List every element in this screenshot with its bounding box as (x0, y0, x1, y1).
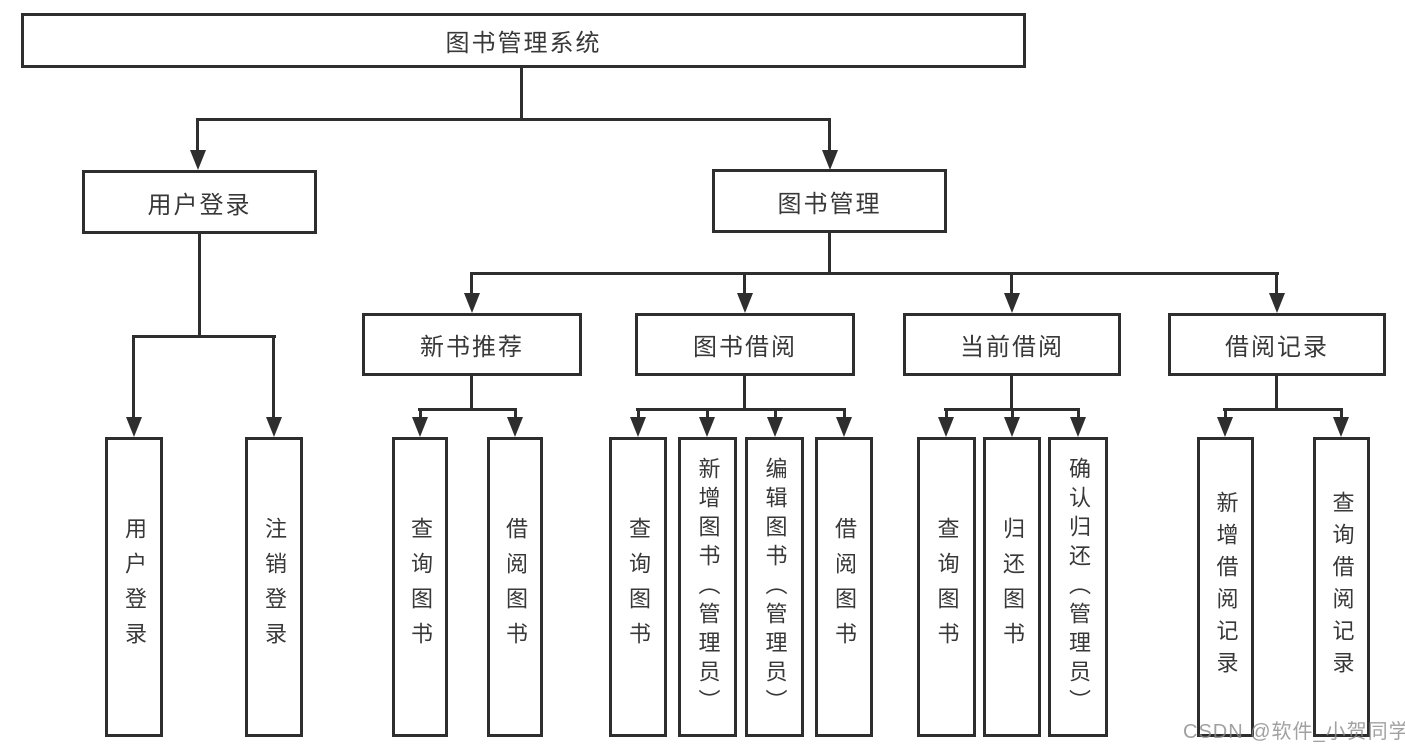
arrowhead-down-icon (1004, 293, 1020, 313)
arrowhead-down-icon (1217, 417, 1233, 437)
node-label: 查询图书 (408, 517, 433, 657)
arrowhead-down-icon (822, 150, 838, 170)
leaf-query-books-borrowing: 查询图书 (609, 437, 667, 737)
node-label: 查询借阅记录 (1329, 491, 1355, 683)
node-label: 新增图书（管理员） (695, 456, 721, 718)
node-new-book-recommend: 新书推荐 (362, 313, 582, 376)
connector (828, 118, 831, 152)
connector (514, 408, 517, 419)
node-book-borrowing: 图书借阅 (635, 313, 855, 376)
node-label: 借阅图书 (832, 517, 857, 657)
connector (1077, 408, 1080, 419)
connector (636, 408, 846, 411)
connector (1224, 408, 1227, 419)
arrowhead-down-icon (737, 293, 753, 313)
arrowhead-down-icon (699, 417, 715, 437)
leaf-add-books-admin: 新增图书（管理员） (678, 437, 737, 737)
connector (743, 376, 746, 411)
arrowhead-down-icon (507, 417, 523, 437)
node-label: 借阅图书 (503, 517, 528, 657)
connector (196, 118, 831, 121)
connector (774, 408, 777, 419)
connector (198, 234, 201, 338)
connector (1223, 408, 1343, 411)
node-label: 用户登录 (147, 191, 252, 219)
node-label: 用户登录 (122, 517, 147, 657)
leaf-query-books-current: 查询图书 (917, 437, 976, 737)
node-label: 归还图书 (1000, 517, 1025, 657)
connector (637, 408, 640, 419)
node-label: 当前借阅 (960, 334, 1064, 361)
connector (272, 335, 275, 419)
arrowhead-down-icon (836, 417, 852, 437)
node-label: 图书管理系统 (445, 30, 602, 57)
node-label: 新书推荐 (420, 334, 524, 361)
node-label: 借阅记录 (1225, 334, 1329, 361)
arrowhead-down-icon (190, 150, 206, 170)
connector (470, 272, 1279, 275)
connector (1010, 272, 1013, 295)
node-label: 图书借阅 (693, 334, 797, 361)
arrowhead-down-icon (1004, 417, 1020, 437)
node-book-management: 图书管理 (712, 169, 947, 233)
connector (1011, 408, 1014, 419)
leaf-query-borrow-record: 查询借阅记录 (1313, 437, 1370, 737)
connector (1010, 376, 1013, 411)
arrowhead-down-icon (412, 417, 428, 437)
node-borrow-records: 借阅记录 (1168, 313, 1386, 376)
connector (470, 272, 473, 295)
node-label: 图书管理 (777, 190, 882, 218)
connector (843, 408, 846, 419)
leaf-borrow-books: 借阅图书 (815, 437, 873, 737)
node-label: 注销登录 (262, 517, 287, 657)
arrowhead-down-icon (126, 417, 142, 437)
connector (828, 233, 831, 275)
leaf-borrow-books-recommend: 借阅图书 (487, 437, 543, 737)
connector (1275, 272, 1278, 295)
connector (418, 408, 517, 411)
connector (470, 376, 473, 411)
connector (132, 335, 276, 338)
connector (1340, 408, 1343, 419)
connector (419, 408, 422, 419)
connector (196, 118, 199, 152)
connector (1275, 376, 1278, 411)
node-current-borrowing: 当前借阅 (903, 313, 1121, 376)
node-library-management-system: 图书管理系统 (21, 13, 1026, 68)
leaf-user-login: 用户登录 (105, 437, 163, 737)
leaf-edit-books-admin: 编辑图书（管理员） (745, 437, 804, 737)
arrowhead-down-icon (266, 417, 282, 437)
node-label: 查询图书 (626, 517, 651, 657)
arrowhead-down-icon (630, 417, 646, 437)
leaf-add-borrow-record: 新增借阅记录 (1197, 437, 1254, 737)
leaf-logout: 注销登录 (245, 437, 303, 737)
connector (706, 408, 709, 419)
arrowhead-down-icon (938, 417, 954, 437)
arrowhead-down-icon (1070, 417, 1086, 437)
node-label: 编辑图书（管理员） (762, 456, 788, 718)
arrowhead-down-icon (464, 293, 480, 313)
arrowhead-down-icon (1333, 417, 1349, 437)
leaf-return-books: 归还图书 (983, 437, 1041, 737)
arrowhead-down-icon (767, 417, 783, 437)
node-label: 确认归还（管理员） (1066, 456, 1091, 718)
connector (743, 272, 746, 295)
node-label: 查询图书 (934, 517, 960, 657)
arrowhead-down-icon (1269, 293, 1285, 313)
node-label: 新增借阅记录 (1213, 491, 1239, 683)
leaf-confirm-return-admin: 确认归还（管理员） (1048, 437, 1108, 737)
connector (132, 335, 135, 419)
connector (945, 408, 948, 419)
csdn-watermark: CSDN @软件_小贺同学 (1183, 721, 1405, 743)
node-user-login-module: 用户登录 (82, 170, 317, 234)
connector (520, 68, 523, 121)
leaf-query-books-recommend: 查询图书 (392, 437, 448, 737)
